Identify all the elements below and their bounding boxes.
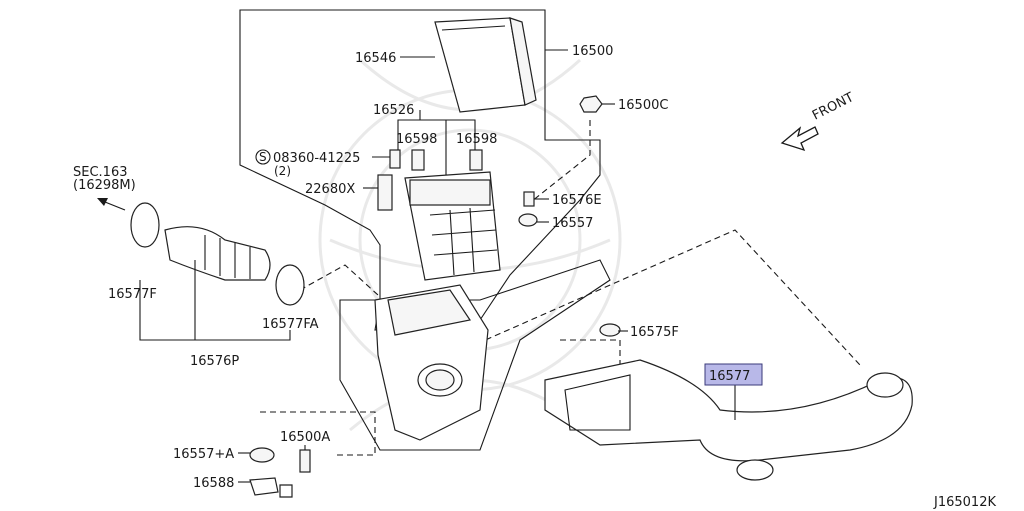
grommet-16576e[interactable] [523, 191, 535, 207]
dash-hose [299, 264, 379, 296]
label-bolt-s: 08360-41225 [273, 151, 360, 166]
label-16598-left: 16598 [396, 132, 437, 147]
diagram-id: J165012K [933, 495, 996, 510]
grommet-16557a[interactable] [249, 447, 275, 463]
intake-hose[interactable] [164, 226, 271, 281]
sec-ref-line2: (16298M) [73, 178, 136, 193]
bolt-08360[interactable] [389, 149, 401, 169]
bracket-16588[interactable] [249, 477, 293, 498]
clip-16598-left[interactable] [411, 149, 425, 171]
front-label: FRONT [810, 90, 856, 124]
label-16576p: 16576P [190, 354, 239, 369]
s-mark: S [259, 150, 267, 164]
label-16588: 16588 [193, 476, 234, 491]
air-filter-element[interactable] [434, 17, 537, 113]
front-arrow-icon [780, 126, 819, 152]
label-16598-right: 16598 [456, 132, 497, 147]
label-16577f: 16577F [108, 287, 157, 302]
air-cleaner-cover[interactable] [404, 171, 501, 281]
label-16546: 16546 [355, 51, 396, 66]
grommet-16575f[interactable] [599, 323, 621, 337]
label-16557a: 16557+A [173, 447, 234, 462]
label-22680x: 22680X [305, 182, 355, 197]
sec-ref-line1: SEC.163 [73, 165, 128, 180]
bolt-16500a[interactable] [299, 449, 311, 473]
dash-16577 [439, 229, 861, 366]
clamp-16577fa[interactable] [275, 264, 305, 306]
label-16526: 16526 [373, 103, 414, 118]
nut-16500c[interactable] [579, 95, 603, 113]
clip-16598-right[interactable] [469, 149, 483, 171]
label-16500: 16500 [572, 44, 613, 59]
grommet-16557[interactable] [518, 213, 538, 227]
label-16577[interactable]: 16577 [709, 369, 750, 384]
highlight-16577 [704, 363, 763, 386]
dash-16500c [526, 120, 591, 206]
clamp-16577f[interactable] [130, 202, 160, 248]
label-16576e: 16576E [552, 193, 602, 208]
air-cleaner-body[interactable] [374, 284, 489, 441]
label-16577fa: 16577FA [262, 317, 319, 332]
label-16500c: 16500C [618, 98, 668, 113]
lower-outline [339, 259, 611, 451]
leader-lines [97, 49, 736, 483]
label-16575f: 16575F [630, 325, 679, 340]
air-duct[interactable] [544, 359, 913, 481]
sensor-22680x[interactable] [377, 174, 393, 211]
label-16500a: 16500A [280, 430, 330, 445]
label-bolt-qty: (2) [274, 164, 291, 178]
label-16557: 16557 [552, 216, 593, 231]
